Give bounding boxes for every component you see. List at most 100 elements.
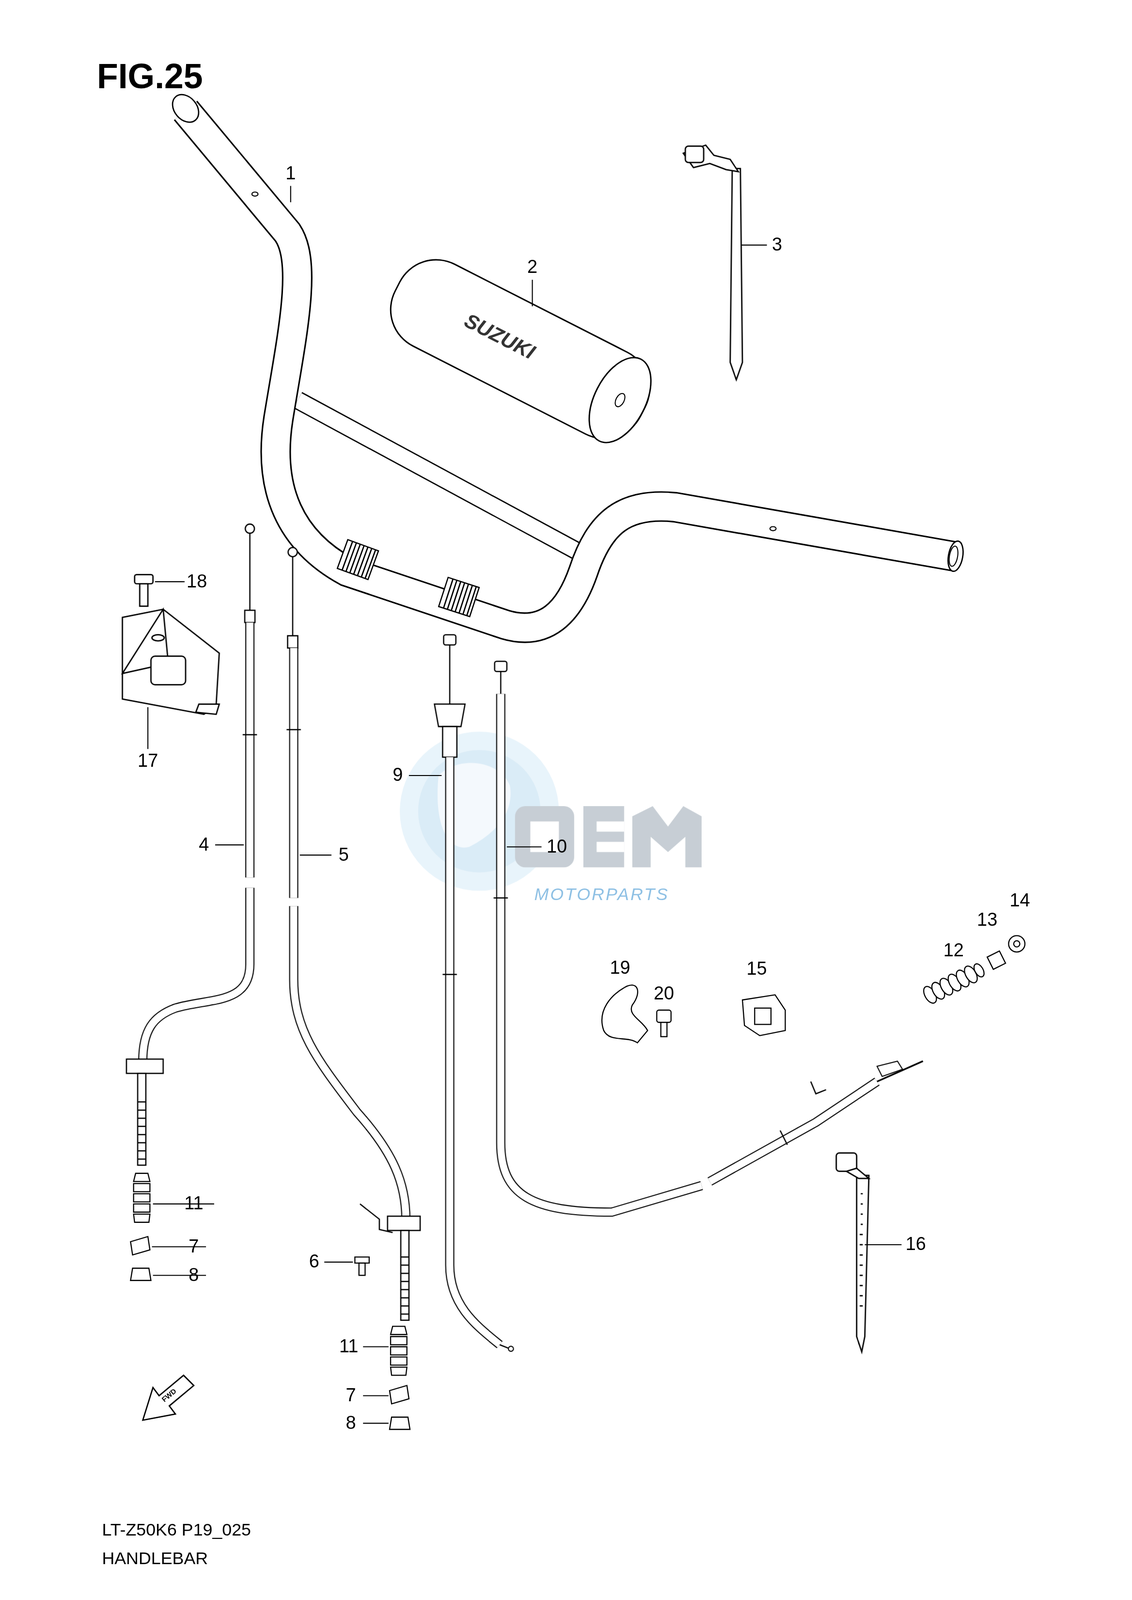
- leader-line: [147, 186, 902, 1424]
- spring-parts-part: [972, 961, 987, 979]
- cable-tie-part: [859, 1193, 863, 1306]
- cable-tie-part: [685, 146, 704, 163]
- handlebar-part: [342, 541, 376, 579]
- throttle-cable-part: [245, 622, 255, 878]
- throttle-cable: [126, 523, 257, 1165]
- throttle-cable-part: [249, 532, 251, 613]
- leader-line-part: [506, 846, 542, 848]
- throttle-cable-part: [137, 1073, 146, 1165]
- cable-tie-part: [846, 1167, 869, 1179]
- throttle-cable-part: [244, 610, 255, 623]
- handlebar-part: [167, 89, 205, 128]
- brake-cable-part: [400, 1230, 409, 1321]
- cable-tie-part: [856, 1175, 869, 1352]
- handlebar-part: [945, 539, 966, 573]
- rear-brake-cable-part: [780, 1081, 827, 1145]
- choke-cable-part: [434, 704, 466, 727]
- spring-parts-part: [656, 1009, 671, 1022]
- spring-parts-part: [601, 984, 648, 1043]
- callout-number: 5: [338, 845, 349, 865]
- rear-brake-cable-part: [500, 693, 702, 1212]
- callout-number: 8: [188, 1265, 199, 1285]
- spring-parts-part: [754, 1007, 771, 1025]
- brake-cable-part: [293, 905, 406, 1219]
- rear-brake-cable-part: [494, 660, 507, 672]
- brake-cable-part: [293, 905, 406, 1219]
- brake-cable-part: [292, 556, 294, 638]
- callout-number: 9: [392, 765, 403, 785]
- callout-number: 18: [186, 572, 207, 591]
- spring-parts-part: [987, 950, 1006, 970]
- cable-tie: [683, 144, 869, 1352]
- leader-line-part: [531, 279, 533, 307]
- choke-cable-part: [449, 756, 500, 1345]
- watermark-logo-part: [596, 821, 625, 832]
- rear-brake-cable: [493, 660, 924, 1212]
- rear-brake-cable-part: [709, 1081, 878, 1181]
- rear-brake-cable-part: [493, 896, 508, 899]
- brake-cable-part: [288, 547, 298, 557]
- brake-cable-part: [400, 1256, 409, 1314]
- handlebar-part: [298, 400, 587, 557]
- watermark-logo-part: [596, 841, 625, 852]
- handlebar-part: [337, 539, 379, 580]
- cable-tie-part: [683, 144, 739, 172]
- rear-brake-cable-part: [500, 671, 502, 694]
- callout-number: 4: [198, 835, 209, 854]
- handlebar-part: [438, 577, 480, 617]
- spring-parts-part: [742, 994, 786, 1036]
- handlebar-part: [438, 577, 480, 617]
- handlebar-pad-part: [376, 245, 664, 453]
- callout-number: 10: [546, 837, 567, 856]
- spring-parts-part: [130, 1267, 151, 1280]
- leader-line-part: [864, 1243, 902, 1245]
- figure-code: LT-Z50K6 P19_025: [101, 1521, 252, 1539]
- spring-parts-part: [390, 1325, 408, 1375]
- fwd-arrow-part: [142, 1374, 194, 1420]
- leader-line-part: [408, 774, 442, 776]
- rear-brake-cable-part: [500, 693, 702, 1212]
- handlebar-part: [770, 526, 777, 531]
- figure-caption: HANDLEBAR: [101, 1549, 208, 1568]
- callout-number: 6: [309, 1252, 320, 1271]
- leader-line-part: [741, 244, 768, 246]
- spring-parts-part: [1008, 935, 1025, 952]
- throttle-cable-part: [137, 1101, 146, 1159]
- throttle-cable-part: [142, 887, 251, 1061]
- spring-parts-part: [660, 1021, 668, 1037]
- cable-tie-part: [730, 168, 743, 380]
- handlebar-pad-part: [576, 347, 664, 453]
- watermark-logo-part: [583, 805, 625, 867]
- callout-number: 11: [184, 1194, 204, 1213]
- spring-parts-part: [130, 1236, 150, 1255]
- choke-cable-part: [449, 644, 451, 705]
- handlebar-pad-part: [613, 391, 627, 409]
- spring-parts-part: [389, 1384, 409, 1404]
- callout-number: 13: [976, 910, 998, 929]
- spring-parts-part: [389, 1416, 410, 1430]
- direction-text: FWD: [160, 1387, 178, 1404]
- callout-number: 12: [943, 941, 964, 960]
- fwd-arrow: [142, 1374, 194, 1420]
- rear-brake-cable-part: [709, 1081, 878, 1181]
- callout-number: 16: [905, 1235, 927, 1254]
- handlebar-pad: [376, 245, 664, 453]
- handlebar-part: [251, 191, 259, 196]
- callout-number: 7: [188, 1237, 199, 1256]
- leader-line-part: [299, 854, 332, 856]
- leader-line-part: [362, 1394, 389, 1396]
- spring-parts-part: [1013, 940, 1021, 947]
- bracket-part: [150, 656, 186, 685]
- throttle-cable-part: [126, 1058, 164, 1073]
- callout-number: 1: [285, 164, 296, 183]
- watermark: MOTORPARTS: [534, 885, 669, 904]
- brand-logo: SUZUKI: [461, 310, 539, 363]
- bracket-part: [152, 634, 165, 642]
- rear-brake-cable-part: [877, 1060, 924, 1082]
- callout-number: 11: [339, 1336, 359, 1356]
- handlebar-part: [298, 400, 587, 557]
- callout-number: 20: [653, 984, 675, 1003]
- choke-cable-part: [442, 726, 457, 757]
- choke-cable-part: [449, 756, 500, 1345]
